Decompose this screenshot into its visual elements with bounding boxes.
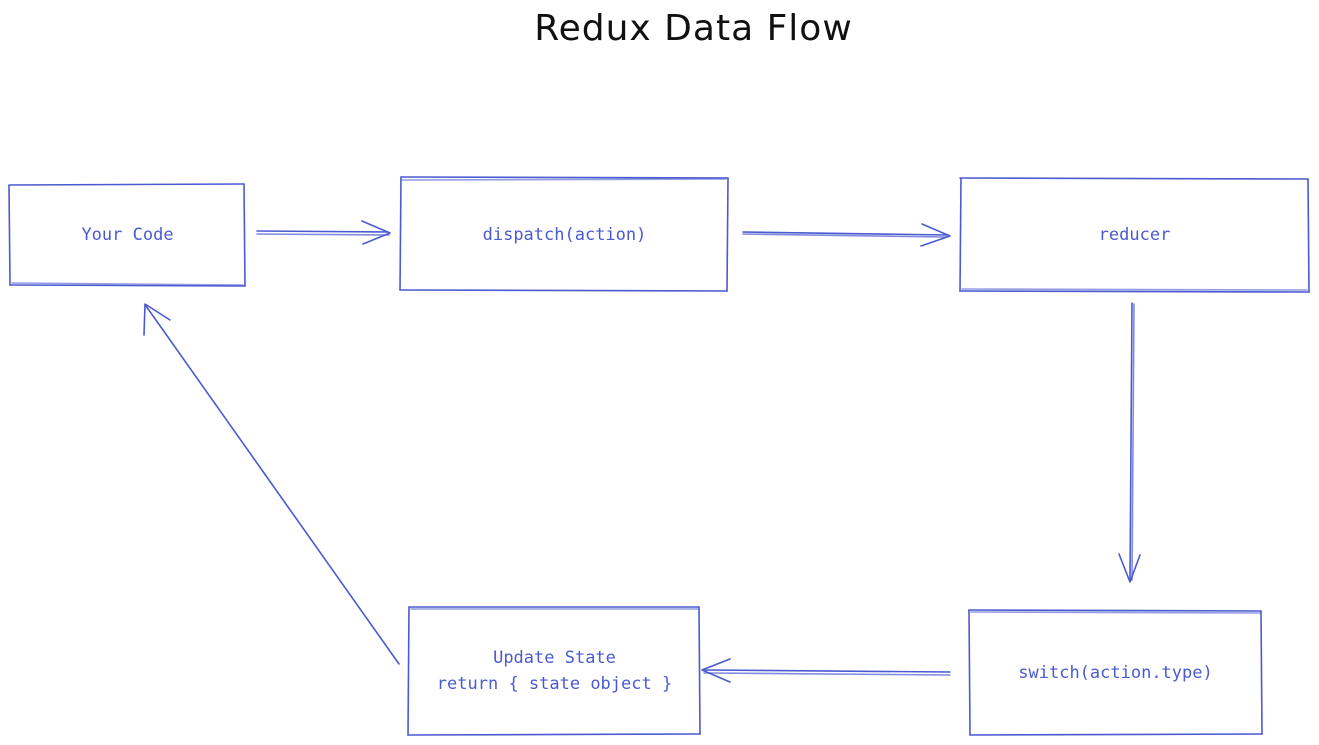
arrow-switch-to-update-state [701, 658, 951, 683]
node-box-switch [968, 609, 1263, 736]
node-label-update-state: Update State return { state object } [436, 648, 673, 694]
node-dispatch: dispatch(action) [401, 178, 728, 291]
node-label-reducer: reducer [1098, 225, 1171, 245]
node-box-dispatch [399, 176, 729, 292]
node-box-reducer [959, 177, 1310, 293]
node-box-your-code [8, 183, 246, 287]
node-label-switch: switch(action.type) [1018, 662, 1213, 683]
node-update-state: Update State return { state object } [409, 608, 700, 734]
node-label-your-code: Your Code [81, 225, 174, 245]
node-reducer: reducer [960, 179, 1309, 291]
arrow-your-code-to-dispatch [256, 220, 391, 245]
node-box-update-state [407, 606, 701, 736]
arrow-reducer-to-switch [1118, 302, 1141, 583]
node-your-code: Your Code [10, 185, 245, 285]
arrow-dispatch-to-reducer [742, 223, 951, 247]
diagram-title: Redux Data Flow [534, 8, 853, 49]
node-label-dispatch: dispatch(action) [482, 224, 647, 245]
arrow-update-state-to-your-code [143, 303, 400, 665]
node-switch: switch(action.type) [969, 611, 1262, 734]
